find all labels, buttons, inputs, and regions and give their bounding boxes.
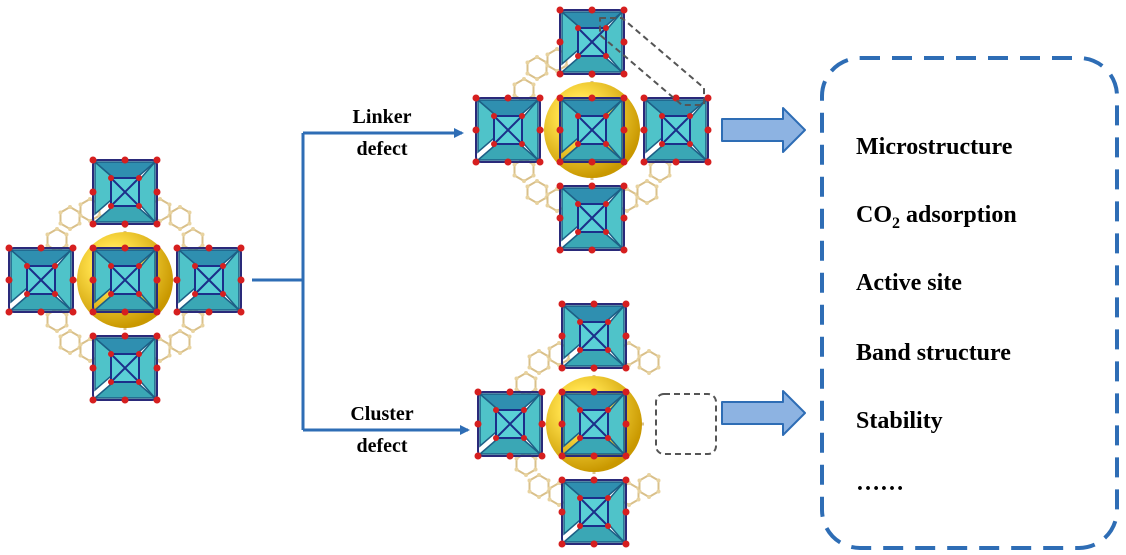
zr-cluster — [557, 299, 631, 373]
missing-linker-outline — [599, 17, 705, 106]
zr-cluster — [88, 155, 162, 229]
properties-box — [820, 56, 1119, 550]
cluster-defect-label-line1: Cluster — [350, 403, 413, 425]
zr-cluster — [88, 243, 162, 317]
zr-cluster — [555, 93, 629, 167]
zr-cluster — [555, 181, 629, 255]
property-stability: Stability — [856, 408, 943, 434]
zr-cluster — [88, 331, 162, 405]
property-co2-adsorption: CO2 adsorption — [856, 202, 1017, 232]
property-active-site: Active site — [856, 270, 962, 296]
zr-cluster — [555, 5, 629, 79]
linker-defect-label-line1: Linker — [353, 106, 412, 128]
block-arrow-top — [721, 107, 806, 153]
branch-connector — [252, 128, 470, 435]
zr-cluster — [639, 93, 713, 167]
linker-defect-label-line2: defect — [356, 138, 407, 160]
block-arrow-bottom — [721, 390, 806, 436]
parent-mof-structure — [4, 155, 246, 405]
linker-defect-mof-structure — [471, 5, 713, 255]
cluster-defect-label-line2: defect — [356, 435, 407, 457]
zr-cluster — [557, 387, 631, 461]
zr-cluster — [557, 475, 631, 549]
property-microstructure: Microstructure — [856, 134, 1013, 160]
zr-cluster — [4, 243, 78, 317]
cluster-defect-mof-structure — [473, 299, 717, 549]
missing-cluster-outline — [655, 393, 717, 455]
zr-cluster — [172, 243, 246, 317]
property-ellipsis: …… — [856, 470, 904, 496]
property-band-structure: Band structure — [856, 340, 1011, 366]
zr-cluster — [471, 93, 545, 167]
zr-cluster — [473, 387, 547, 461]
